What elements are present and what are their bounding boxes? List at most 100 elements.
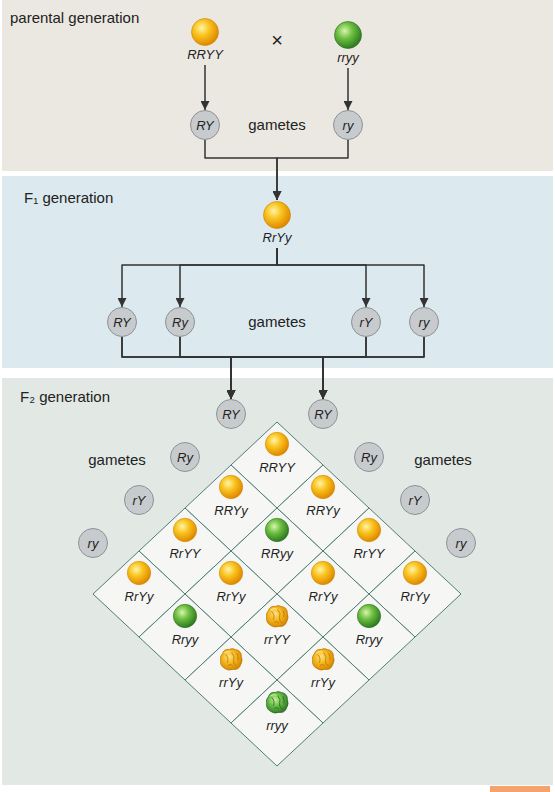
gamete-label: ry bbox=[343, 118, 354, 133]
genotype-label: RrYy bbox=[369, 589, 461, 605]
genotype-label: RrYy bbox=[277, 589, 369, 605]
generation-band: F₂ generationRYRYRyRyrYrYryryRRYYRRYyRRY… bbox=[2, 378, 553, 785]
pea-wrinkle bbox=[274, 707, 278, 709]
round-pea bbox=[311, 561, 334, 584]
gametes-label: gametes bbox=[414, 451, 472, 469]
pea-node: rryy bbox=[313, 20, 383, 68]
pea-illustration bbox=[262, 200, 292, 230]
arrow-connector bbox=[205, 140, 277, 200]
band-heading: F₂ generation bbox=[20, 388, 110, 406]
gamete-circle: ry bbox=[409, 307, 439, 337]
genotype-label: rrYy bbox=[185, 675, 277, 691]
wrinkled-pea bbox=[220, 649, 242, 670]
gamete-label: RY bbox=[314, 407, 332, 422]
gametes-label: gametes bbox=[88, 451, 146, 469]
pea-wrinkle bbox=[272, 612, 274, 620]
gametes-label: gametes bbox=[248, 313, 306, 331]
gamete-label: Ry bbox=[172, 315, 188, 330]
pea-wrinkle bbox=[278, 696, 282, 709]
pea-illustration bbox=[264, 517, 290, 543]
arrow-connector bbox=[277, 140, 348, 200]
round-pea bbox=[192, 19, 219, 46]
gamete-circle: Ry bbox=[170, 442, 200, 472]
gamete-circle: RY bbox=[190, 110, 220, 140]
gamete-label: Ry bbox=[177, 450, 193, 465]
gamete-label: RY bbox=[222, 407, 240, 422]
pea-illustration bbox=[126, 560, 152, 586]
cell-outline bbox=[231, 680, 323, 766]
round-pea bbox=[219, 561, 242, 584]
pea-wrinkle bbox=[329, 654, 330, 660]
genotype-label: rrYY bbox=[231, 632, 323, 648]
gamete-circle: RY bbox=[308, 399, 338, 429]
round-pea bbox=[173, 604, 196, 627]
pea-illustration bbox=[190, 17, 220, 47]
pea-wrinkle bbox=[324, 653, 328, 666]
round-pea bbox=[265, 432, 288, 455]
pea-wrinkle bbox=[232, 653, 236, 666]
pea-illustration bbox=[356, 603, 382, 629]
arrow-connector bbox=[277, 248, 366, 307]
arrow-connector bbox=[180, 248, 277, 307]
gamete-label: ry bbox=[88, 536, 99, 551]
pea-illustration bbox=[356, 517, 382, 543]
gamete-circle: ry bbox=[446, 528, 476, 558]
pea-highlight bbox=[225, 652, 230, 653]
pea-wrinkle bbox=[283, 611, 284, 617]
gamete-label: ry bbox=[419, 315, 430, 330]
generation-band: F₁ generationRrYyRYRyrYry bbox=[2, 176, 553, 368]
genotype-label: RrYY bbox=[139, 546, 231, 562]
round-pea bbox=[264, 202, 291, 229]
pea-highlight bbox=[317, 652, 322, 653]
genotype-label: RrYy bbox=[185, 589, 277, 605]
round-pea bbox=[335, 22, 362, 49]
genotype-label: rryy bbox=[313, 50, 383, 66]
round-pea bbox=[265, 518, 288, 541]
generation-band: parental generationRRYYrryyRYry bbox=[2, 0, 553, 171]
genotype-label: RrYy bbox=[242, 230, 312, 246]
arrow-connector bbox=[180, 337, 231, 399]
pea-highlight bbox=[271, 695, 276, 696]
pea-illustration bbox=[310, 474, 336, 500]
round-pea bbox=[403, 561, 426, 584]
pea-wrinkle bbox=[228, 664, 232, 666]
gamete-circle: ry bbox=[78, 528, 108, 558]
page-tab bbox=[490, 786, 550, 792]
pea-node: RrYy bbox=[242, 200, 312, 248]
pea-wrinkle bbox=[320, 664, 324, 666]
gamete-circle: rY bbox=[351, 307, 381, 337]
arrow-connector bbox=[231, 337, 424, 399]
pea-illustration bbox=[264, 431, 290, 457]
pea-wrinkle bbox=[274, 621, 278, 623]
genotype-label: rryy bbox=[231, 718, 323, 734]
gamete-circle: Ry bbox=[354, 442, 384, 472]
arrow-connector bbox=[122, 248, 277, 307]
pea-illustration bbox=[218, 474, 244, 500]
round-pea bbox=[311, 475, 334, 498]
cross-symbol: × bbox=[271, 31, 283, 49]
arrow-connector bbox=[122, 337, 323, 399]
round-pea bbox=[127, 561, 150, 584]
genotype-label: RRYy bbox=[277, 503, 369, 519]
gamete-circle: Ry bbox=[165, 307, 195, 337]
pea-illustration bbox=[402, 560, 428, 586]
genotype-label: RRYy bbox=[185, 503, 277, 519]
genotype-label: rrYy bbox=[277, 675, 369, 691]
wrinkled-pea bbox=[266, 606, 288, 627]
gamete-label: RY bbox=[196, 118, 214, 133]
pea-wrinkle bbox=[318, 655, 320, 663]
wrinkled-pea bbox=[266, 692, 288, 713]
round-pea bbox=[173, 518, 196, 541]
gamete-circle: ry bbox=[333, 110, 363, 140]
gamete-circle: rY bbox=[124, 485, 154, 515]
genotype-label: RrYY bbox=[323, 546, 415, 562]
pea-illustration bbox=[218, 560, 244, 586]
gamete-label: RY bbox=[113, 315, 131, 330]
genotype-label: Rryy bbox=[323, 632, 415, 648]
arrow-connector bbox=[277, 248, 424, 307]
round-pea bbox=[357, 604, 380, 627]
pea-wrinkle bbox=[237, 654, 238, 660]
band-heading: parental generation bbox=[10, 9, 139, 27]
punnett-cell: rryy bbox=[231, 680, 323, 766]
genotype-label: RRyy bbox=[231, 546, 323, 562]
